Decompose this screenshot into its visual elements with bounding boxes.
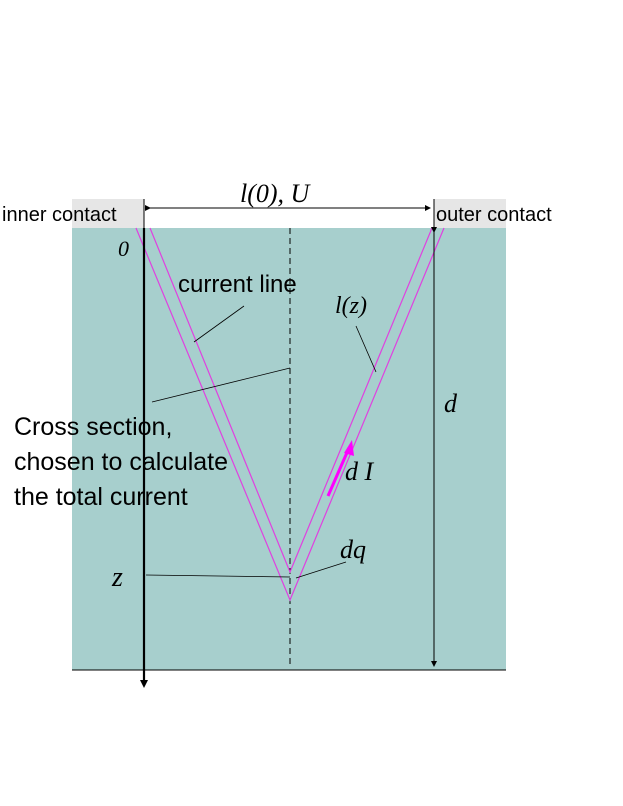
current-line-outer: [135, 227, 445, 602]
l0-U-label: l(0), U: [240, 179, 312, 208]
cross-section-line-2: chosen to calculate: [14, 448, 228, 476]
zero-label: 0: [118, 236, 129, 261]
lz-label: l(z): [335, 293, 367, 319]
z-label: z: [111, 562, 123, 593]
inner-contact-label: inner contact: [2, 204, 117, 226]
current-line-label: current line: [178, 271, 297, 298]
lz-leader: [355, 325, 377, 373]
dq-label: dq: [340, 535, 366, 564]
outer-contact-label: outer contact: [436, 204, 552, 226]
cross-section-line-3: the total current: [14, 483, 188, 511]
dI-arrowhead: [344, 440, 354, 456]
inner-contact-pad: [72, 199, 144, 228]
dI-current-arrow: [326, 447, 351, 497]
cross-section-line-1: Cross section,: [14, 413, 172, 441]
current-line-inner: [149, 227, 433, 574]
current-line-leader: [193, 305, 245, 343]
z-leader: [145, 574, 291, 578]
outer-contact-pad: [434, 199, 506, 228]
d-label: d: [444, 389, 458, 418]
dI-label: d I: [345, 457, 375, 486]
cross-section-leader: [151, 367, 291, 403]
dq-leader: [295, 561, 347, 579]
